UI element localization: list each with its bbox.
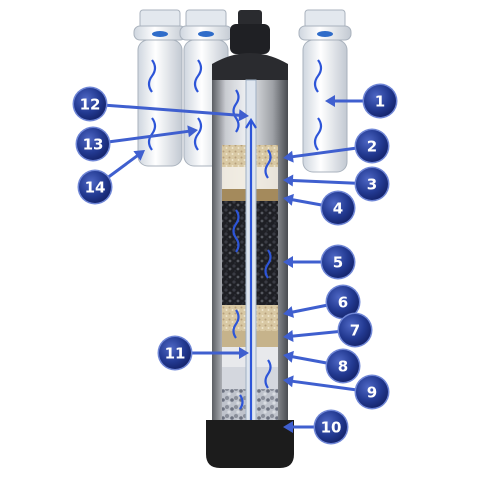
control-valve bbox=[238, 10, 262, 26]
callout-8: 8 bbox=[283, 348, 361, 384]
filter-tank bbox=[206, 10, 294, 468]
callout-11: 11 bbox=[157, 335, 249, 371]
badge-6 bbox=[327, 286, 359, 318]
leader-line-2 bbox=[289, 146, 357, 159]
arrowhead-4 bbox=[283, 193, 294, 206]
leader-line-9 bbox=[289, 379, 357, 392]
callout-7: 7 bbox=[283, 312, 373, 348]
leader-line-6 bbox=[289, 303, 328, 315]
callout-number-4: 4 bbox=[333, 200, 343, 218]
cartridge-flow-arrows bbox=[147, 59, 323, 151]
arrowhead-8 bbox=[283, 350, 294, 363]
callout-10: 10 bbox=[283, 409, 349, 445]
tank-dome bbox=[212, 53, 288, 82]
callout-13: 13 bbox=[75, 125, 198, 162]
badge-4 bbox=[322, 192, 354, 224]
cartridge-housing-right bbox=[298, 9, 352, 173]
callout-number-1: 1 bbox=[375, 93, 385, 111]
callout-number-2: 2 bbox=[367, 138, 377, 156]
arrowhead-12 bbox=[238, 109, 249, 122]
callout-4: 4 bbox=[283, 190, 356, 226]
callout-number-5: 5 bbox=[333, 254, 343, 272]
callout-number-13: 13 bbox=[83, 136, 104, 154]
badge-11 bbox=[159, 337, 191, 369]
badge-9 bbox=[356, 376, 388, 408]
arrowhead-13 bbox=[187, 125, 198, 138]
badge-8 bbox=[327, 350, 359, 382]
callout-14: 14 bbox=[77, 150, 145, 205]
badge-10 bbox=[315, 411, 347, 443]
arrowhead-2 bbox=[283, 150, 294, 163]
arrowhead-1 bbox=[325, 95, 335, 107]
callout-number-7: 7 bbox=[350, 322, 360, 340]
callout-6: 6 bbox=[283, 284, 361, 320]
callout-number-3: 3 bbox=[367, 176, 377, 194]
callout-number-10: 10 bbox=[321, 419, 342, 437]
arrowhead-3 bbox=[283, 174, 294, 187]
badge-13 bbox=[77, 128, 109, 160]
arrowhead-7 bbox=[283, 330, 294, 343]
leader-line-4 bbox=[289, 197, 323, 207]
arrowhead-5 bbox=[283, 256, 293, 268]
callout-2: 2 bbox=[283, 128, 390, 164]
callout-number-6: 6 bbox=[338, 294, 348, 312]
leader-line-12 bbox=[105, 103, 243, 117]
arrowhead-10 bbox=[283, 421, 293, 433]
badge-7 bbox=[339, 314, 371, 346]
leader-line-13 bbox=[108, 129, 192, 144]
badge-3 bbox=[356, 168, 388, 200]
callout-number-8: 8 bbox=[338, 358, 348, 376]
badge-12 bbox=[74, 88, 106, 120]
leader-line-14 bbox=[106, 152, 141, 179]
callout-number-14: 14 bbox=[85, 179, 106, 197]
cartridge-housings bbox=[133, 9, 352, 173]
callout-12: 12 bbox=[72, 86, 249, 122]
arrowhead-6 bbox=[283, 306, 294, 318]
badge-2 bbox=[356, 130, 388, 162]
arrowhead-9 bbox=[283, 375, 294, 388]
callout-3: 3 bbox=[283, 166, 390, 202]
callout-1: 1 bbox=[325, 83, 398, 119]
leader-line-7 bbox=[289, 330, 340, 338]
arrowhead-14 bbox=[133, 150, 145, 161]
badge-1 bbox=[364, 85, 396, 117]
leader-line-3 bbox=[289, 178, 357, 185]
tank-flow-arrows bbox=[232, 89, 272, 420]
callout-number-11: 11 bbox=[165, 345, 186, 363]
arrowhead-11 bbox=[239, 347, 249, 359]
tank-base bbox=[206, 420, 294, 468]
callout-number-12: 12 bbox=[80, 96, 101, 114]
cartridge-housing-left-1 bbox=[133, 9, 187, 167]
callout-number-9: 9 bbox=[367, 384, 377, 402]
badge-14 bbox=[79, 171, 111, 203]
callout-9: 9 bbox=[283, 374, 390, 410]
leader-line-8 bbox=[289, 354, 328, 365]
badge-5 bbox=[322, 246, 354, 278]
callout-5: 5 bbox=[283, 244, 356, 280]
